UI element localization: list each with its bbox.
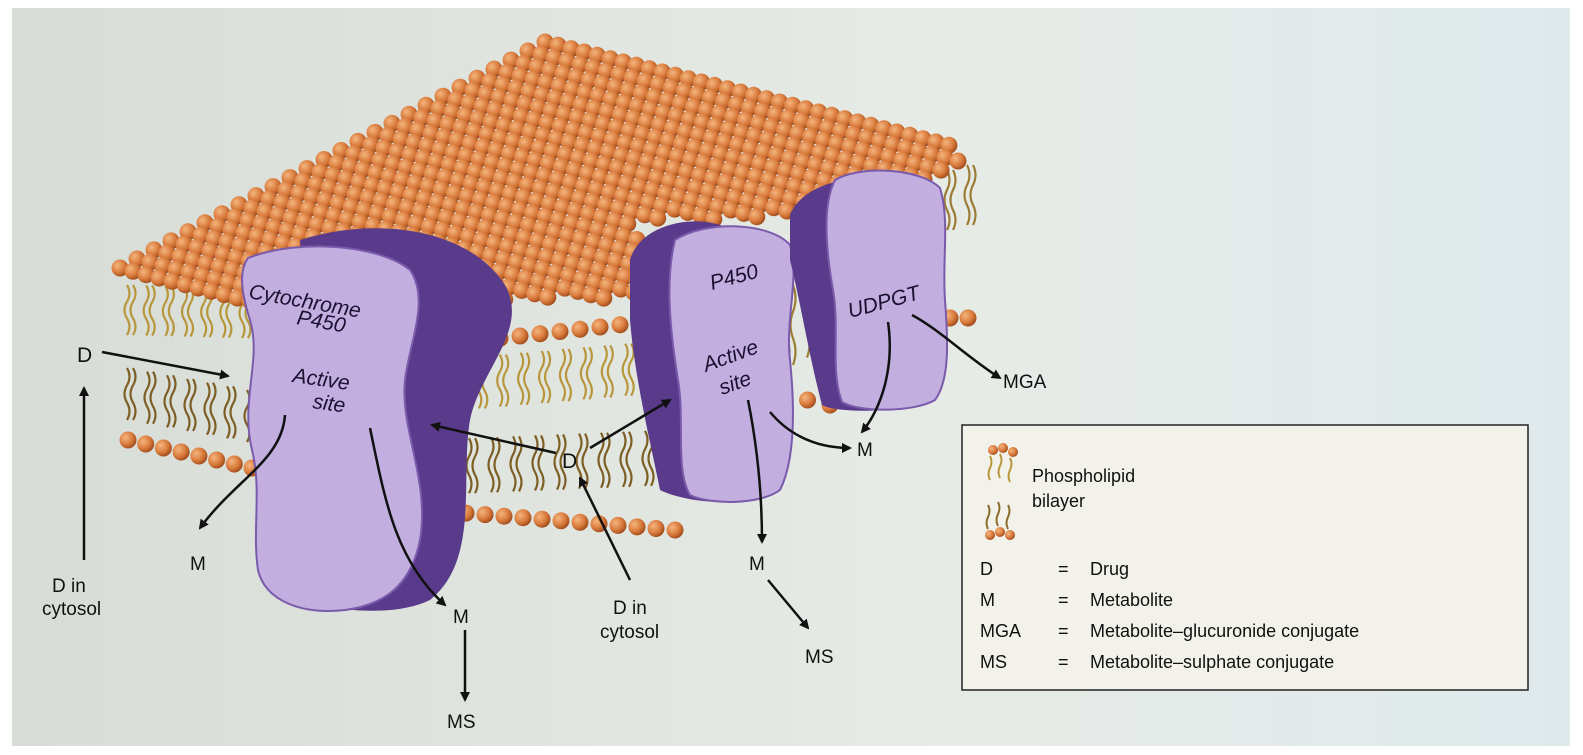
lipid-headgroup xyxy=(649,210,666,227)
lipid-headgroup xyxy=(748,208,765,225)
legend-abbr: MGA xyxy=(980,621,1021,641)
legend-desc: Metabolite xyxy=(1090,590,1173,610)
lipid-headgroup xyxy=(534,511,551,528)
legend-equals: = xyxy=(1058,590,1069,610)
lipid-headgroup xyxy=(667,522,684,539)
label-m-left: M xyxy=(190,554,206,575)
lipid-headgroup xyxy=(960,310,977,327)
legend-abbr: M xyxy=(980,590,995,610)
label-m-right: M xyxy=(857,440,873,461)
lipid-headgroup xyxy=(539,289,556,306)
label-mga: MGA xyxy=(1003,372,1047,393)
lipid-headgroup xyxy=(208,452,225,469)
legend-equals: = xyxy=(1058,652,1069,672)
label-m-p450-down: M xyxy=(749,554,765,575)
lipid-headgroup xyxy=(173,444,190,461)
legend-equals: = xyxy=(1058,559,1069,579)
legend: Phospholipid bilayer D = DrugM = MetaboliteM… xyxy=(962,425,1528,690)
lipid-headgroup xyxy=(553,512,570,529)
lipid-headgroup xyxy=(799,392,816,409)
lipid-headgroup xyxy=(137,436,154,453)
lipid-headgroup xyxy=(629,518,646,535)
lipid-headgroup xyxy=(515,509,532,526)
lipid-headgroup xyxy=(477,506,494,523)
lipid-headgroup xyxy=(648,520,665,537)
lipid-headgroup xyxy=(592,319,609,336)
legend-bilayer-line1: Phospholipid xyxy=(1032,466,1135,486)
lipid-headgroup xyxy=(120,432,137,449)
lipid-headgroup xyxy=(595,290,612,307)
lipid-headgroup xyxy=(155,440,172,457)
label-d-center: D xyxy=(562,450,577,473)
legend-desc: Metabolite–sulphate conjugate xyxy=(1090,652,1334,672)
lipid-headgroup xyxy=(950,153,967,170)
label-cytosol-center-line2: cytosol xyxy=(600,622,659,643)
lipid-headgroup xyxy=(572,321,589,338)
legend-equals: = xyxy=(1058,621,1069,641)
legend-abbr: MS xyxy=(980,652,1007,672)
lipid-headgroup xyxy=(572,514,589,531)
lipid-headgroup xyxy=(512,328,529,345)
label-ms-right: MS xyxy=(805,647,834,668)
legend-bilayer-line2: bilayer xyxy=(1032,491,1085,511)
lipid-headgroup xyxy=(933,162,950,179)
lipid-headgroup xyxy=(226,456,243,473)
legend-desc: Drug xyxy=(1090,559,1129,579)
cyp-main-site-line2: site xyxy=(311,390,347,417)
legend-desc: Metabolite–glucuronide conjugate xyxy=(1090,621,1359,641)
legend-abbr: D xyxy=(980,559,993,579)
lipid-headgroup xyxy=(532,325,549,342)
lipid-headgroup xyxy=(610,517,627,534)
lipid-headgroup xyxy=(612,316,629,333)
label-cytosol-left-line2: cytosol xyxy=(42,599,101,620)
label-cytosol-center-line1: D in xyxy=(613,598,647,619)
label-ms-center: MS xyxy=(447,712,476,733)
label-cytosol-left-line1: D in xyxy=(52,576,86,597)
label-m-center: M xyxy=(453,607,469,628)
lipid-headgroup xyxy=(496,508,513,525)
label-d-left: D xyxy=(77,344,92,367)
legend-box xyxy=(962,425,1528,690)
lipid-headgroup xyxy=(552,323,569,340)
lipid-headgroup xyxy=(190,448,207,465)
